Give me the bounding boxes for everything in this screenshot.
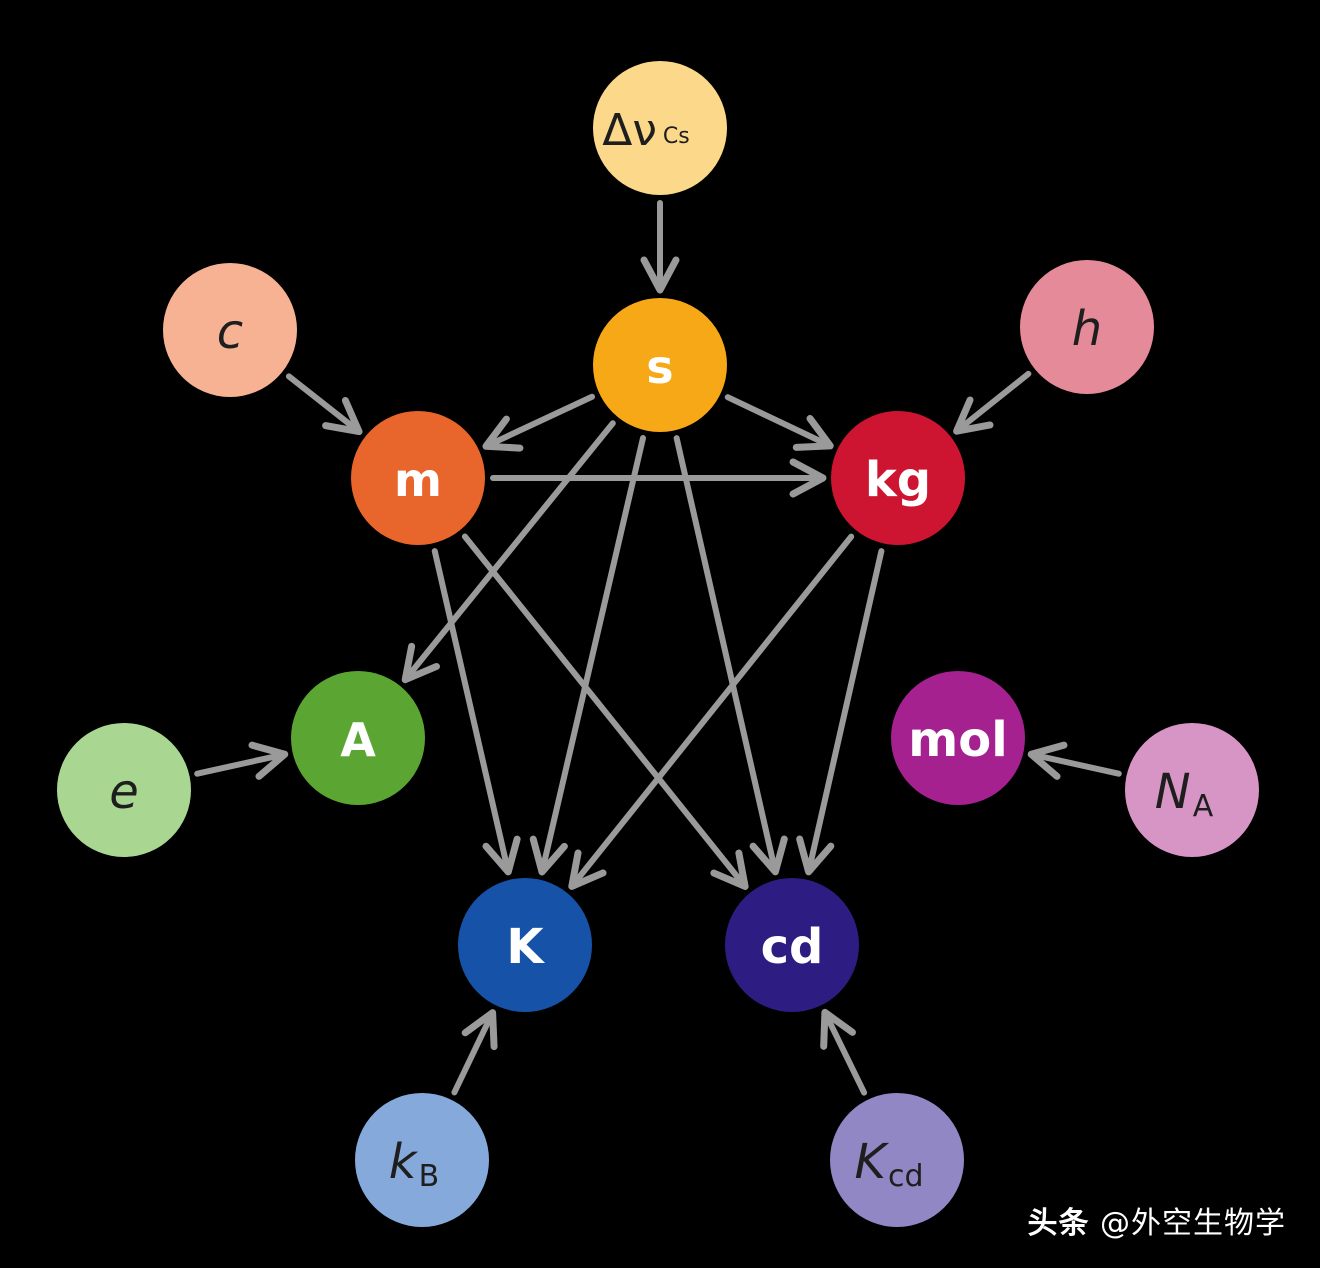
constant-subscript: Cs <box>663 124 690 149</box>
constant-label: e <box>109 764 139 820</box>
arrow-kg-to-K <box>568 533 855 890</box>
arrow-s-to-kg <box>724 394 834 451</box>
unit-circle <box>458 878 592 1012</box>
arrow-s-to-A <box>401 420 616 684</box>
unit-circle <box>891 671 1025 805</box>
unit-node-cd: cd <box>725 878 859 1012</box>
constant-label: kB <box>389 1134 439 1194</box>
unit-label: mol <box>908 712 1007 768</box>
arrow-m-to-cd <box>461 533 749 890</box>
watermark-handle: @外空生物学 <box>1100 1206 1286 1241</box>
unit-circle <box>291 671 425 805</box>
arrow-h-to-kg <box>953 370 1032 435</box>
unit-node-m: m <box>351 411 485 545</box>
constant-node-h: h <box>1020 260 1154 394</box>
watermark-brand: 头条 <box>1027 1206 1090 1241</box>
unit-node-kg: kg <box>831 411 965 545</box>
constant-symbol: k <box>389 1134 419 1190</box>
arrow-c-to-m <box>285 373 363 436</box>
unit-circle <box>725 878 859 1012</box>
constant-circle <box>1125 723 1259 857</box>
arrow-kB-to-K <box>451 1009 498 1096</box>
constant-subscript: cd <box>888 1159 924 1194</box>
arrow-kg-to-cd <box>796 548 885 876</box>
constant-node-na: NA <box>1125 723 1259 857</box>
constant-label: h <box>1072 301 1102 357</box>
constant-label: Kcd <box>854 1134 923 1194</box>
unit-node-s: s <box>593 298 727 432</box>
constant-symbol: e <box>109 764 139 820</box>
constant-circle <box>1020 260 1154 394</box>
constant-node-kb: kB <box>355 1093 489 1227</box>
constant-node-kcd: Kcd <box>830 1093 964 1227</box>
unit-label: m <box>394 453 442 507</box>
constant-circle <box>355 1093 489 1227</box>
constant-circle <box>163 263 297 397</box>
unit-circle <box>351 411 485 545</box>
watermark: 头条 @外空生物学 <box>1027 1198 1286 1242</box>
constant-subscript: A <box>1193 789 1214 824</box>
constant-symbol: Δν <box>602 105 657 156</box>
arrow-s-to-cd <box>673 435 788 876</box>
arrow-NA-to-mol <box>1027 741 1122 780</box>
arrow-e-to-A <box>194 741 289 780</box>
arrow-m-to-K <box>431 548 521 876</box>
edges-layer <box>194 200 1122 1096</box>
unit-label: kg <box>865 452 931 508</box>
unit-label: A <box>340 713 376 767</box>
constant-node-e: e <box>57 723 191 857</box>
unit-circle <box>831 411 965 545</box>
unit-label: K <box>506 919 545 975</box>
arrow-dnu-to-s <box>640 200 680 294</box>
constant-circle <box>593 61 727 195</box>
unit-node-a: A <box>291 671 425 805</box>
unit-label: cd <box>761 919 824 975</box>
unit-node-k: K <box>458 878 592 1012</box>
arrow-m-to-kg <box>490 458 827 498</box>
arrow-Kcd-to-cd <box>820 1008 868 1096</box>
constant-symbol: c <box>217 304 243 360</box>
constant-circle <box>830 1093 964 1227</box>
constant-subscript: B <box>419 1159 440 1194</box>
arrow-s-to-K <box>529 435 646 876</box>
constant-symbol: K <box>854 1134 889 1190</box>
constant-symbol: N <box>1155 764 1191 820</box>
constant-circle <box>57 723 191 857</box>
constant-label: c <box>217 304 243 360</box>
unit-node-mol: mol <box>891 671 1025 805</box>
constant-label: NA <box>1155 764 1214 824</box>
arrow-s-to-m <box>482 393 596 452</box>
constant-symbol: h <box>1072 301 1102 357</box>
unit-label: s <box>646 340 673 394</box>
constant-node-c: c <box>163 263 297 397</box>
unit-circle <box>593 298 727 432</box>
